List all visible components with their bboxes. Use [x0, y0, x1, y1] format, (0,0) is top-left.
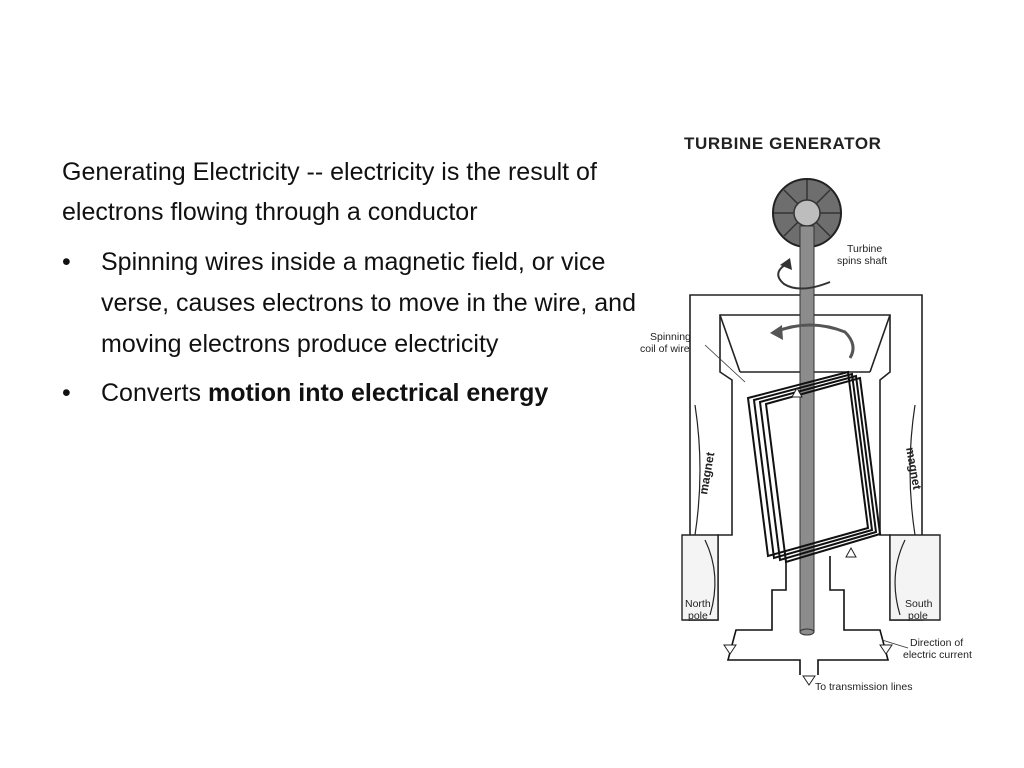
intro-paragraph: Generating Electricity -- electricity is… — [62, 158, 597, 226]
bullet-list: • Spinning wires inside a magnetic field… — [62, 242, 652, 414]
turbine-generator-diagram: Turbine spins shaft Spinning coil of wir… — [640, 178, 972, 693]
coil-label-line2: coil of wire — [640, 343, 690, 355]
bullet-dot: • — [62, 379, 71, 407]
current-wires — [726, 556, 890, 675]
figure-title: TURBINE GENERATOR — [684, 134, 882, 153]
turbine-wheel — [772, 178, 842, 248]
bullet-dot: • — [62, 248, 71, 276]
bullet-text: Spinning wires inside a magnetic field, … — [101, 248, 636, 358]
left-magnet — [681, 404, 719, 621]
slide-text-block: Generating Electricity -- electricity is… — [62, 152, 652, 422]
current-arrows — [723, 386, 893, 686]
coil-spin-arrow — [770, 323, 855, 359]
coil-label-line1: Spinning — [650, 331, 691, 343]
leader-lines — [704, 344, 909, 649]
current-label-line2: electric current — [903, 649, 972, 661]
right-magnet — [889, 404, 941, 621]
current-label-line1: Direction of — [910, 637, 963, 649]
turbine-label-line1: Turbine — [847, 243, 882, 255]
turbine-label-line2: spins shaft — [837, 255, 887, 267]
bullet-prefix: Converts — [101, 379, 208, 407]
bullet-item: • Spinning wires inside a magnetic field… — [62, 242, 652, 365]
bullet-bold-text: motion into electrical energy — [207, 379, 549, 407]
north-pole-label-line2: pole — [688, 610, 708, 622]
south-pole-label-line1: South — [905, 598, 933, 610]
south-pole-label-line2: pole — [908, 610, 928, 622]
transmission-label: To transmission lines — [815, 681, 912, 693]
bullet-item: • Converts motion into electrical energy — [62, 373, 652, 414]
turbine-spin-arrow — [777, 258, 831, 290]
north-pole-label-line1: North — [685, 598, 711, 610]
wire-coil — [746, 370, 882, 564]
